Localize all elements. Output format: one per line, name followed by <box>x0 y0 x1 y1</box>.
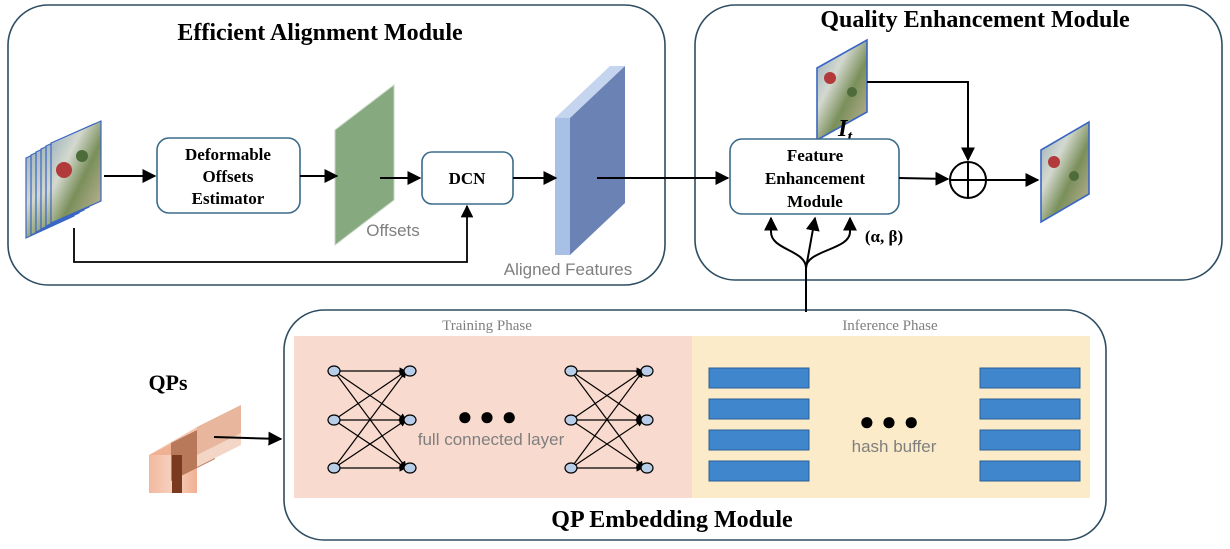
params-label: (α, β) <box>865 227 903 246</box>
aligned-features-label: Aligned Features <box>504 260 633 279</box>
deformable-label-line3: Estimator <box>192 189 265 208</box>
hash-buffer-label: hash buffer <box>852 437 937 456</box>
dcn-label: DCN <box>449 169 487 188</box>
aligned-features-block <box>555 66 625 255</box>
deformable-label-line2: Offsets <box>203 167 254 186</box>
quality-module-title: Quality Enhancement Module <box>820 7 1130 33</box>
alignment-module-title: Efficient Alignment Module <box>177 20 463 46</box>
hash-buffer-right <box>979 367 1081 482</box>
feature-label-line3: Module <box>787 192 843 211</box>
frame-symbol: It <box>837 116 853 146</box>
parameter-arrows <box>764 216 857 312</box>
frame-subscript: t <box>847 127 853 146</box>
inference-ellipsis: ● ● ● <box>859 407 919 436</box>
element-wise-add <box>949 161 987 199</box>
training-phase-panel <box>294 336 692 498</box>
training-phase-label: Training Phase <box>442 318 532 334</box>
arrow-frame-to-add <box>867 81 975 162</box>
qp-module-title: QP Embedding Module <box>551 507 793 533</box>
feature-label-line1: Feature <box>787 146 844 165</box>
hash-buffer-left <box>708 367 810 482</box>
output-frame-image <box>1040 120 1090 224</box>
inference-phase-label: Inference Phase <box>842 318 938 334</box>
fc-layer-left <box>327 365 417 474</box>
fc-layer-right <box>564 365 654 474</box>
offsets-feature-map <box>334 83 395 247</box>
input-frame-stack <box>25 120 102 239</box>
arrow-frames-to-dcn <box>73 204 474 263</box>
arrow-enhancement-to-add <box>898 171 950 186</box>
offsets-label: Offsets <box>366 221 420 240</box>
fc-layer-label: full connected layer <box>418 430 565 449</box>
current-frame-image <box>816 38 868 142</box>
arrow-qps-to-embedding <box>213 431 283 446</box>
feature-enhancement-module-box <box>729 138 900 215</box>
qps-embedding-block <box>149 405 241 493</box>
deformable-label-line1: Deformable <box>185 145 271 164</box>
training-ellipsis: ● ● ● <box>457 402 517 431</box>
feature-label-line2: Enhancement <box>765 169 865 188</box>
qps-label: QPs <box>148 370 188 395</box>
